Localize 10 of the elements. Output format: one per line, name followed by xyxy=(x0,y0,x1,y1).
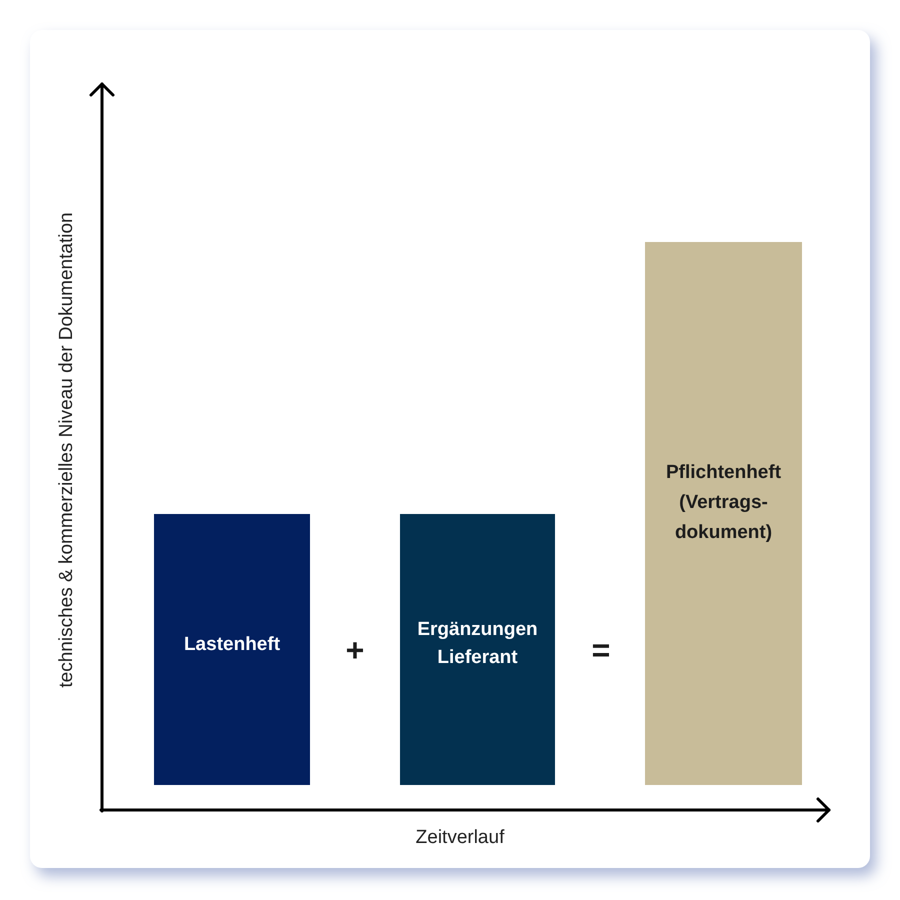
document-bar xyxy=(645,242,802,785)
bar-label: Pflichtenheft (Vertrags-dokument) xyxy=(664,460,782,544)
x-axis-label: Zeitverlauf xyxy=(414,826,506,850)
y-axis-label: technisches & kommerzielles Niveau der Dokumentation xyxy=(55,211,78,690)
document-bar xyxy=(154,514,310,785)
plus-sign: + xyxy=(344,631,366,670)
bar-label: Lastenheft xyxy=(184,633,280,657)
bar-label: Ergänzungen Lieferant xyxy=(416,618,539,670)
document-bar xyxy=(400,514,555,785)
equals-sign: = xyxy=(590,631,612,670)
